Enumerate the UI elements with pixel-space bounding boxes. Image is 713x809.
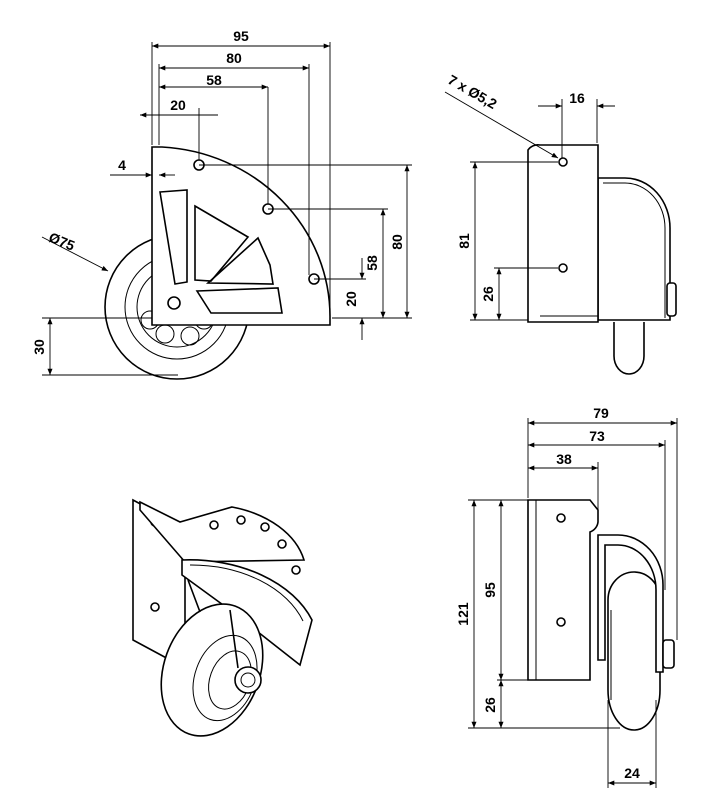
axle-hole [167, 296, 181, 310]
svg-text:38: 38 [556, 451, 572, 467]
side-hole [558, 263, 568, 273]
dim-95: 95 [151, 28, 331, 316]
side-plate [527, 144, 599, 323]
svg-text:16: 16 [569, 90, 585, 106]
dim-dia75: Ø75 [41, 229, 109, 272]
svg-text:20: 20 [343, 291, 359, 307]
side-hole [558, 157, 568, 167]
svg-text:73: 73 [589, 428, 605, 444]
svg-text:80: 80 [226, 50, 242, 66]
dim-rear-95: 95 [482, 500, 528, 681]
svg-text:58: 58 [206, 72, 222, 88]
side-view: 7 x Ø5,2 16 81 26 [444, 71, 677, 375]
side-housing [597, 177, 671, 321]
dim-v80: 80 [199, 164, 412, 319]
iso-axle [234, 666, 262, 694]
dim-4: 4 [110, 157, 175, 178]
svg-text:80: 80 [389, 234, 405, 250]
front-view: 95 80 58 20 4 Ø75 [31, 28, 412, 380]
dim-20: 20 [140, 97, 218, 160]
dim-v58: 58 [268, 208, 388, 318]
side-wheel [613, 322, 645, 375]
rear-plate [527, 499, 599, 681]
rear-housing [597, 534, 664, 673]
svg-text:95: 95 [233, 28, 249, 44]
bracket-slot-4 [195, 287, 283, 314]
svg-text:79: 79 [593, 405, 609, 421]
dim-24: 24 [607, 700, 657, 788]
svg-text:30: 30 [31, 339, 47, 355]
svg-text:58: 58 [364, 255, 380, 271]
svg-text:121: 121 [455, 602, 471, 626]
dim-16: 16 [538, 90, 615, 158]
svg-text:Ø75: Ø75 [47, 229, 78, 254]
rear-axle-nut [662, 639, 675, 669]
dim-30: 30 [31, 317, 178, 376]
side-axle-nut [666, 282, 677, 317]
dim-side-26: 26 [480, 267, 558, 320]
isometric-view [132, 498, 313, 737]
svg-text:4: 4 [118, 157, 126, 173]
dim-38: 38 [528, 451, 599, 510]
dim-121: 121 [455, 499, 620, 729]
iso-top-plate [139, 500, 306, 563]
svg-text:81: 81 [456, 233, 472, 249]
svg-text:20: 20 [170, 97, 186, 113]
dim-v20: 20 [314, 258, 366, 340]
dim-58: 58 [159, 72, 269, 204]
svg-text:26: 26 [480, 286, 496, 302]
dim-73: 73 [528, 428, 666, 590]
rear-view: 79 73 38 121 95 26 [455, 405, 678, 788]
rear-wheel [607, 571, 661, 731]
bracket-slot-1 [159, 189, 188, 285]
dim-80: 80 [158, 50, 310, 275]
dim-rear-26: 26 [482, 680, 504, 728]
svg-text:95: 95 [482, 582, 498, 598]
svg-text:7 x Ø5,2: 7 x Ø5,2 [445, 71, 500, 112]
svg-text:24: 24 [624, 765, 640, 781]
dim-79: 79 [527, 405, 678, 640]
bracket-slot-3 [205, 236, 274, 285]
dim-81: 81 [456, 161, 558, 321]
svg-text:26: 26 [482, 697, 498, 713]
